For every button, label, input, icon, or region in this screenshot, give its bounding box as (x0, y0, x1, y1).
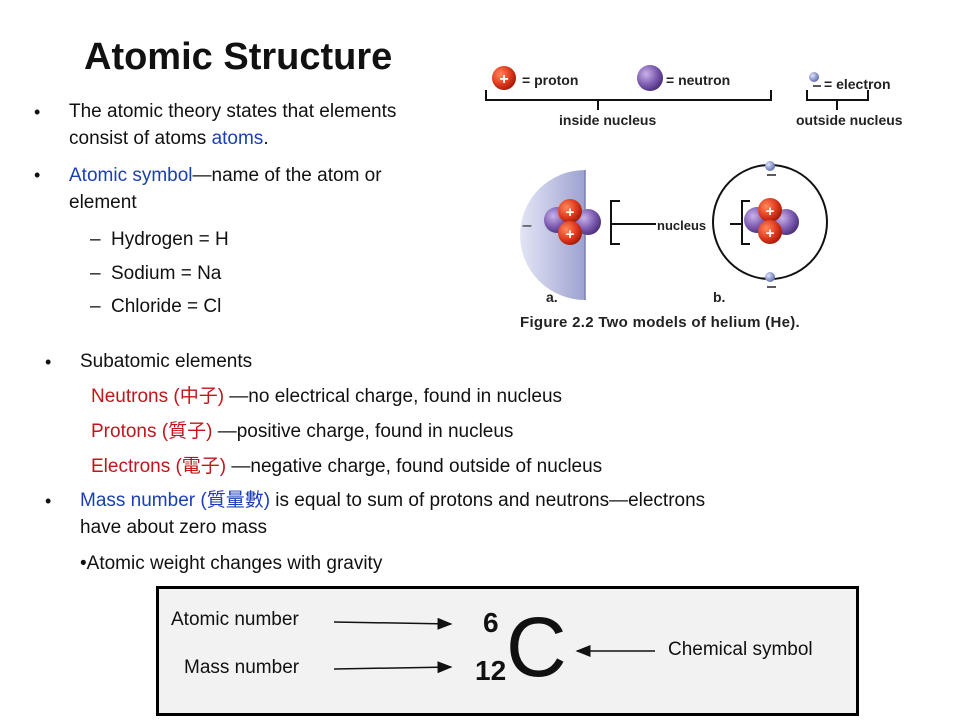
proton (558, 199, 582, 223)
bullet-dot: • (34, 102, 41, 122)
bullet-text-highlight: atoms (211, 128, 264, 149)
atomic-number-value: 6 (483, 607, 499, 638)
neutron-legend-label: = neutron (666, 72, 731, 88)
mass-number-value: 12 (475, 655, 507, 686)
bullet-text: —name of the atom or (192, 165, 382, 186)
subatomic-heading: Subatomic elements (80, 351, 253, 372)
neutrons-desc: —no electrical charge, found in nucleus (224, 386, 563, 407)
electrons-desc: —negative charge, found outside of nucle… (226, 456, 603, 477)
inside-nucleus-label: inside nucleus (559, 112, 657, 128)
bullet-text: consist of atoms (69, 128, 212, 149)
chemical-symbol: C (506, 600, 567, 694)
helium-models-figure: + + + – + + (485, 65, 869, 300)
proton-legend-icon (492, 66, 516, 90)
protons-line: Protons (質子) —positive charge, found in … (91, 418, 513, 445)
model-b-label: b. (713, 289, 726, 305)
mass-number-desc: is equal to sum of protons and neutrons—… (270, 490, 706, 511)
term-mass-number: Mass number (質量數) (80, 490, 271, 511)
sub-bullet-chloride: Chloride = Cl (111, 296, 222, 317)
inside-nucleus-bracket (485, 90, 772, 101)
neutron-legend-icon (637, 65, 663, 91)
mass-number-arrow (333, 661, 453, 674)
minus-sign: – (523, 217, 532, 234)
proton (558, 221, 582, 245)
bullet-text: The atomic theory states that elements (69, 101, 397, 122)
bullet-atomic-symbol: Atomic symbol—name of the atom or elemen… (69, 162, 382, 216)
bullet-text-highlight: Atomic symbol (69, 165, 193, 186)
figure-caption: Figure 2.2 Two models of helium (He). (520, 314, 801, 331)
protons-desc: —positive charge, found in nucleus (212, 421, 514, 442)
page-title: Atomic Structure (84, 36, 393, 78)
element-symbol-box: Atomic number Mass number Chemical symbo… (156, 586, 859, 716)
sub-bullet-dash: – (90, 229, 101, 250)
term-electrons: Electrons (電子) (91, 456, 227, 477)
mass-number-bullet: Mass number (質量數) is equal to sum of pro… (80, 487, 705, 541)
sub-bullet-dash: – (90, 296, 101, 317)
plus-sign: + (766, 225, 775, 242)
nucleus-label: nucleus (657, 218, 707, 233)
atomic-number-arrow (333, 617, 453, 630)
atomic-number-label: Atomic number (171, 609, 299, 630)
sub-bullet-hydrogen: Hydrogen = H (111, 229, 229, 250)
bullet-text: element (69, 192, 137, 213)
term-neutrons: Neutrons (中子) (91, 386, 225, 407)
bullet-dot: • (34, 165, 41, 185)
electron-legend-icon (809, 72, 819, 82)
bullet-atomic-theory: The atomic theory states that elements c… (69, 98, 396, 152)
electron-legend-label: = electron (824, 76, 891, 92)
electron (765, 161, 775, 171)
chemical-symbol-label: Chemical symbol (668, 639, 813, 660)
pointer-arrows (333, 617, 655, 674)
bullet-text: . (263, 128, 269, 149)
term-protons: Protons (質子) (91, 421, 213, 442)
bullet-dot: • (45, 491, 52, 511)
electrons-line: Electrons (電子) —negative charge, found o… (91, 453, 602, 480)
electron (765, 272, 775, 282)
bullet-dot: • (45, 352, 52, 372)
plus-sign: + (566, 226, 575, 243)
outside-nucleus-label: outside nucleus (796, 112, 903, 128)
neutron (575, 209, 601, 235)
plus-sign: + (566, 204, 575, 221)
proton-legend-label: = proton (522, 72, 579, 88)
neutrons-line: Neutrons (中子) —no electrical charge, fou… (91, 383, 562, 410)
sub-bullet-dash: – (90, 263, 101, 284)
atomic-weight-bullet: •Atomic weight changes with gravity (80, 553, 383, 574)
sub-bullet-sodium: Sodium = Na (111, 263, 222, 284)
model-a-label: a. (546, 289, 558, 305)
proton (758, 220, 782, 244)
plus-sign: + (766, 203, 775, 220)
proton (758, 198, 782, 222)
plus-sign: + (499, 71, 508, 88)
mass-number-label: Mass number (184, 657, 300, 678)
mass-number-desc-2: have about zero mass (80, 517, 267, 538)
